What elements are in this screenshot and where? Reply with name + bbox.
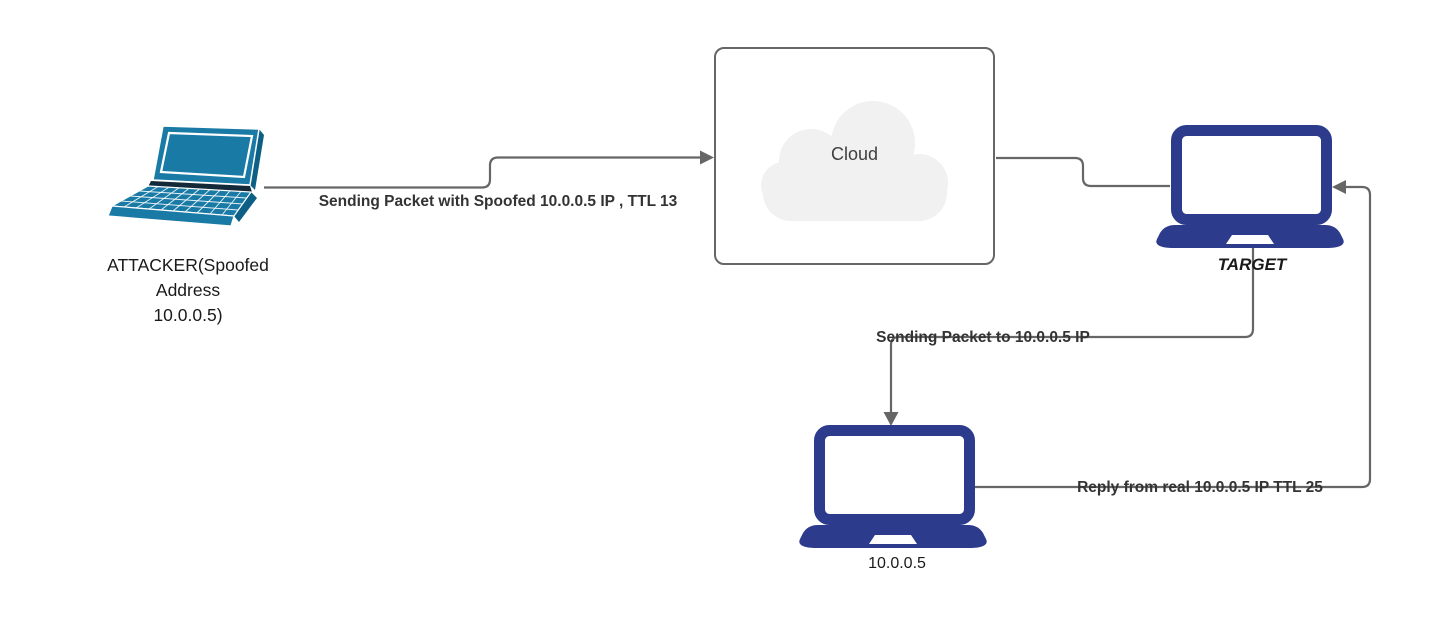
arrowhead-down-icon [883,412,899,426]
real-host-laptop-icon [799,425,987,548]
edge-label-sending-packet: Sending Packet to 10.0.0.5 IP [876,329,1090,346]
edge-attacker-to-cloud [264,156,701,189]
keyboard-grid [120,186,248,216]
attacker-node-label: ATTACKER(Spoofed Address 10.0.0.5) [107,255,269,325]
edge-cloud-to-target [996,156,1170,188]
cloud-container [714,47,995,265]
arrowhead-right-icon [700,150,714,165]
edge-label-reply: Reply from real 10.0.0.5 IP TTL 25 [1077,479,1323,496]
cloud-icon [761,101,948,221]
target-laptop-icon [1156,125,1344,248]
edge-real-host-to-target [975,185,1372,489]
arrowhead-left-icon [1332,180,1346,194]
target-node-label: TARGET [1217,255,1287,274]
edge-target-to-real-host [889,248,1255,413]
attacker-laptop-icon [107,125,264,227]
real-host-node-label: 10.0.0.5 [868,555,926,572]
cloud-node-label: Cloud [830,144,879,164]
edge-label-spoofed-packet: Sending Packet with Spoofed 10.0.0.5 IP … [318,193,678,210]
